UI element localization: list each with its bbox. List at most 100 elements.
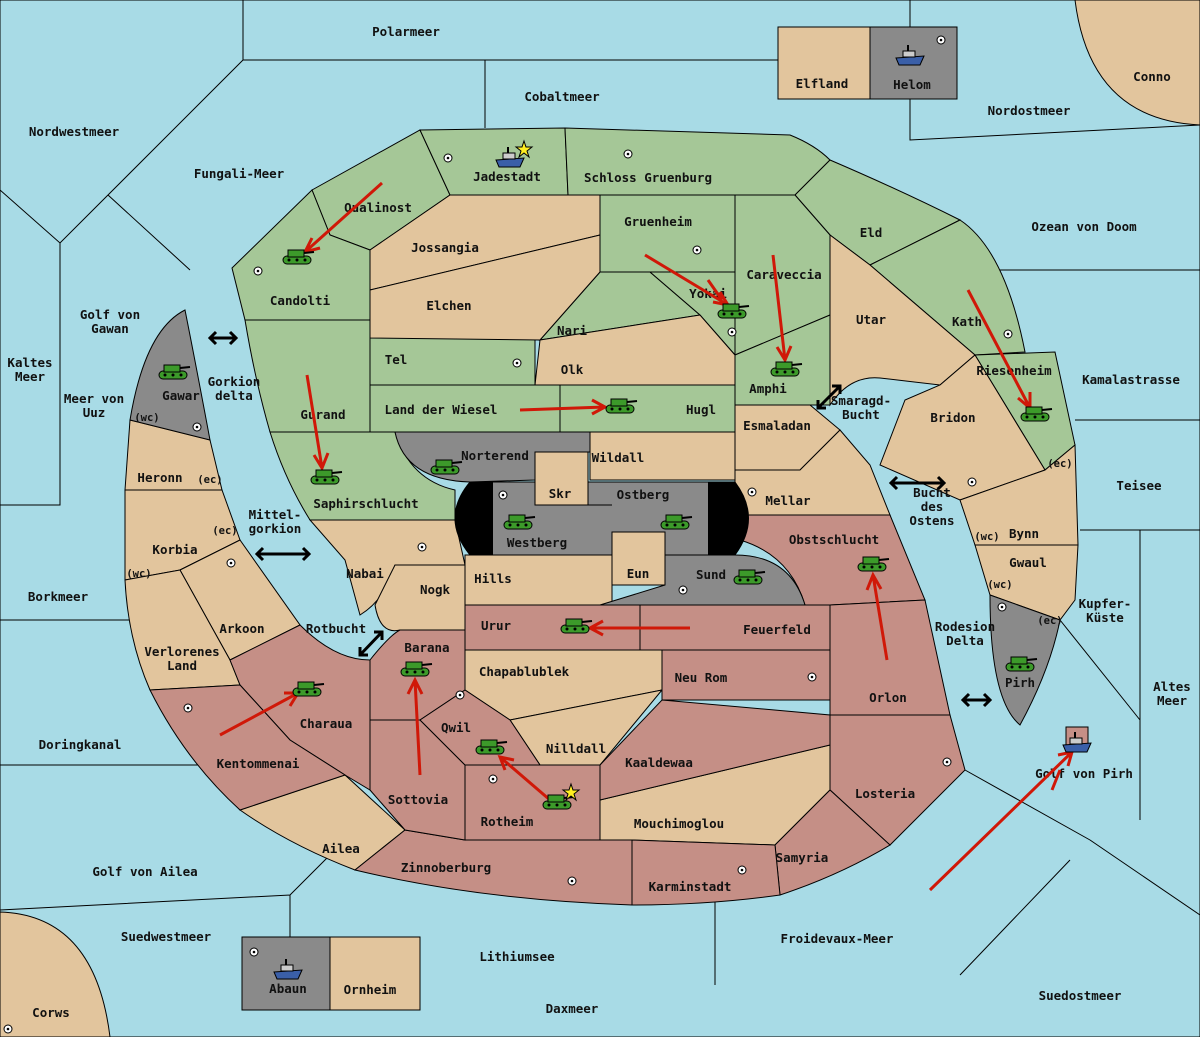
label-mittelgorkion: Mittel-gorkion (249, 507, 302, 536)
region-jossangia[interactable] (369, 194, 601, 291)
label-suedwestmeer: Suedwestmeer (121, 929, 212, 944)
army-tank-icon[interactable] (717, 303, 750, 319)
label-jadestadt: Jadestadt (473, 169, 541, 184)
label-amphi: Amphi (749, 381, 787, 396)
label-gwaul: Gwaul (1009, 555, 1047, 570)
label-candolti: Candolti (270, 293, 331, 308)
label-hugl: Hugl (686, 402, 716, 417)
region-bynn[interactable] (959, 443, 1079, 546)
label-obstschlucht: Obstschlucht (789, 532, 879, 547)
region-kath[interactable] (869, 219, 1026, 356)
region-corws[interactable] (0, 911, 111, 1037)
region-sund[interactable] (599, 554, 806, 606)
label-neurom: Neu Rom (675, 670, 728, 685)
fleet-ship-icon[interactable] (273, 959, 303, 980)
region-gruenheim[interactable] (599, 194, 736, 273)
label-saphir: Saphirschlucht (313, 496, 418, 511)
region-conno[interactable] (1074, 0, 1200, 126)
label-nilldall: Nilldall (546, 741, 606, 756)
coast-label-wc: (wc) (987, 579, 1012, 591)
army-tank-icon[interactable] (733, 569, 766, 585)
label-kupfer: Kupfer-Küste (1079, 596, 1132, 625)
region-kentommenai[interactable] (149, 684, 347, 811)
label-eun: Eun (627, 566, 650, 581)
region-losteria[interactable] (829, 714, 966, 846)
label-borkmeer: Borkmeer (28, 589, 89, 604)
region-zinnoberburg[interactable] (353, 829, 633, 906)
label-olk: Olk (561, 362, 584, 377)
label-feuerfeld: Feuerfeld (743, 622, 811, 637)
star-icon (561, 782, 581, 802)
region-olk[interactable] (534, 314, 736, 386)
label-heronn: Heronn (137, 470, 182, 485)
label-barana: Barana (404, 640, 449, 655)
army-tank-icon[interactable] (310, 469, 343, 485)
label-rotbucht: Rotbucht (306, 621, 366, 636)
army-tank-icon[interactable] (542, 782, 581, 810)
label-kamala: Kamalastrasse (1082, 372, 1180, 387)
coast-label-ec: (ec) (212, 525, 237, 537)
label-corws: Corws (32, 1005, 70, 1020)
label-wildall: Wildall (592, 450, 645, 465)
fleet-ship-icon[interactable] (895, 45, 925, 66)
army-tank-icon[interactable] (475, 739, 508, 755)
label-utar: Utar (856, 312, 887, 327)
army-tank-icon[interactable] (503, 514, 536, 530)
label-gurand: Gurand (300, 407, 345, 422)
army-tank-icon[interactable] (660, 514, 693, 530)
region-ornheim[interactable] (329, 936, 421, 1011)
label-gawar: Gawar (162, 388, 200, 403)
label-ornheim: Ornheim (344, 982, 397, 997)
label-mouchi: Mouchimoglou (634, 816, 724, 831)
label-golf_ailea: Golf von Ailea (92, 864, 197, 879)
label-landwiesel: Land der Wiesel (385, 402, 498, 417)
army-tank-icon[interactable] (158, 364, 191, 380)
coast-label-ec: (ec) (197, 474, 222, 486)
label-conno: Conno (1133, 69, 1171, 84)
army-tank-icon[interactable] (282, 249, 315, 265)
army-tank-icon[interactable] (292, 681, 325, 697)
label-westberg: Westberg (507, 535, 567, 550)
label-nordostmeer: Nordostmeer (988, 103, 1071, 118)
units (158, 45, 1092, 980)
army-tank-icon[interactable] (605, 398, 638, 414)
label-schloss: Schloss Gruenburg (584, 170, 712, 185)
army-tank-icon[interactable] (560, 618, 593, 634)
label-losteria: Losteria (855, 786, 915, 801)
region-westberg-coast (455, 482, 493, 555)
label-kaaldewaa: Kaaldewaa (625, 755, 693, 770)
label-doring: Doringkanal (39, 737, 122, 752)
label-nari: Nari (557, 323, 588, 338)
army-tank-icon[interactable] (1005, 656, 1038, 672)
army-tank-icon[interactable] (430, 459, 463, 475)
label-suedostmeer: Suedostmeer (1039, 988, 1122, 1003)
label-orlon: Orlon (869, 690, 907, 705)
army-tank-icon[interactable] (400, 661, 433, 677)
coast-label-wc: (wc) (126, 568, 151, 580)
fleet-ship-icon[interactable] (495, 139, 534, 168)
region-gwaul[interactable] (974, 544, 1079, 621)
region-elfland[interactable] (777, 26, 871, 100)
label-hills: Hills (474, 571, 512, 586)
label-mellar: Mellar (765, 493, 811, 508)
region-elchen[interactable] (369, 234, 601, 341)
label-sottovia: Sottovia (388, 792, 448, 807)
label-eld: Eld (860, 225, 883, 240)
region-samyria[interactable] (774, 789, 891, 896)
coast-label-wc: (wc) (974, 531, 999, 543)
army-tank-icon[interactable] (770, 361, 803, 377)
army-tank-icon[interactable] (1020, 406, 1053, 422)
region-ostberg-coast (708, 482, 749, 555)
army-tank-icon[interactable] (857, 556, 890, 572)
fleet-ship-icon[interactable] (1062, 732, 1092, 753)
region-karminstadt[interactable] (631, 839, 781, 906)
label-sund: Sund (696, 567, 726, 582)
label-helom: Helom (893, 77, 931, 92)
label-ozean: Ozean von Doom (1031, 219, 1137, 234)
label-polarmeer: Polarmeer (372, 24, 440, 39)
label-chapa: Chapablublek (479, 664, 570, 679)
